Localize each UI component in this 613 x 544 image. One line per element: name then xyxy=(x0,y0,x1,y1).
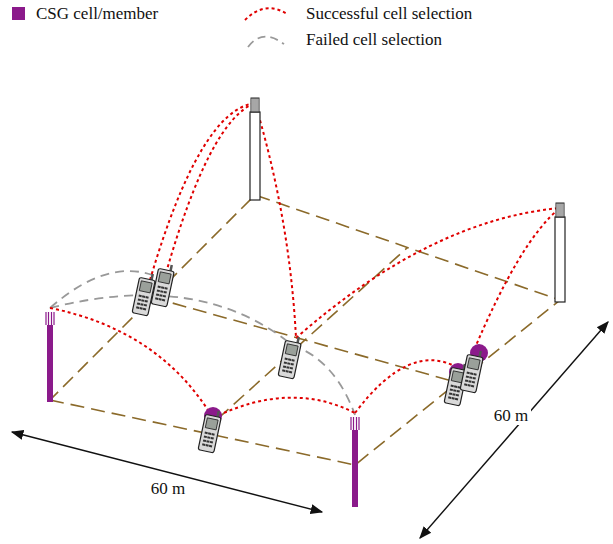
dimension-arrow xyxy=(12,322,608,538)
successful-selection xyxy=(50,103,560,418)
mobile-phone xyxy=(132,263,484,453)
dimension-label: 60 m xyxy=(491,407,531,426)
legend-text: Successful cell selection xyxy=(306,5,472,24)
dimension-label: 60 m xyxy=(148,480,188,499)
failed-selection xyxy=(50,271,355,415)
ground-area xyxy=(50,195,560,465)
csg-member-marker xyxy=(204,344,488,425)
csg-tower xyxy=(46,312,359,507)
legend-text: Failed cell selection xyxy=(306,31,442,50)
legend-text: CSG cell/member xyxy=(36,5,158,24)
legend-sample-line xyxy=(248,37,284,47)
macro-tower xyxy=(250,98,565,302)
legend-sample-line xyxy=(245,8,287,20)
legend-swatch xyxy=(12,7,25,20)
